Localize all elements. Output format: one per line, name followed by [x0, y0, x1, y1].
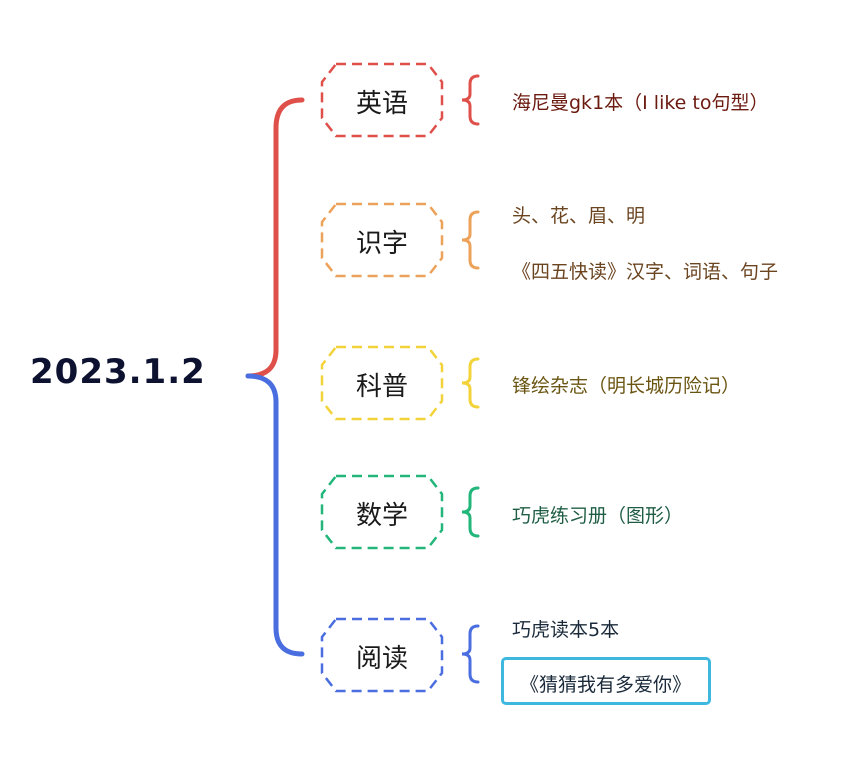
node-hexagon-math[interactable] — [320, 474, 444, 550]
node-label-reading[interactable]: 阅读 — [355, 644, 408, 674]
brace-literacy — [461, 210, 480, 270]
node-label-science[interactable]: 科普 — [355, 372, 408, 402]
node-label-english[interactable]: 英语 — [355, 89, 408, 119]
node-hexagon-english[interactable] — [320, 62, 444, 138]
node-hexagon-literacy[interactable] — [320, 202, 444, 278]
brace-math — [461, 486, 480, 538]
node-label-literacy[interactable]: 识字 — [355, 229, 408, 259]
leaf-reading-1[interactable]: 巧虎读本5本 — [512, 619, 620, 641]
root-topic-date[interactable]: 2023.1.2 — [30, 352, 206, 392]
leaf-science-1[interactable]: 锋绘杂志（明长城历险记） — [512, 375, 741, 397]
selected-leaf-box[interactable]: 《猜猜我有多爱你》 — [501, 657, 711, 705]
trunk-lower-connector — [245, 373, 305, 657]
brace-english — [461, 74, 480, 126]
trunk-upper-connector — [245, 97, 305, 379]
node-hexagon-science[interactable] — [320, 345, 444, 421]
brace-science — [461, 357, 480, 409]
leaf-literacy-2[interactable]: 《四五快读》汉字、词语、句子 — [512, 261, 779, 283]
brace-reading — [461, 624, 480, 684]
node-hexagon-reading[interactable] — [320, 617, 444, 693]
leaf-english-1[interactable]: 海尼曼gk1本（I like to句型） — [512, 92, 769, 114]
leaf-math-1[interactable]: 巧虎练习册（图形） — [512, 505, 684, 527]
leaf-literacy-1[interactable]: 头、花、眉、明 — [512, 205, 646, 227]
leaf-reading-2[interactable]: 《猜猜我有多爱你》 — [520, 674, 692, 696]
node-label-math[interactable]: 数学 — [355, 501, 408, 531]
